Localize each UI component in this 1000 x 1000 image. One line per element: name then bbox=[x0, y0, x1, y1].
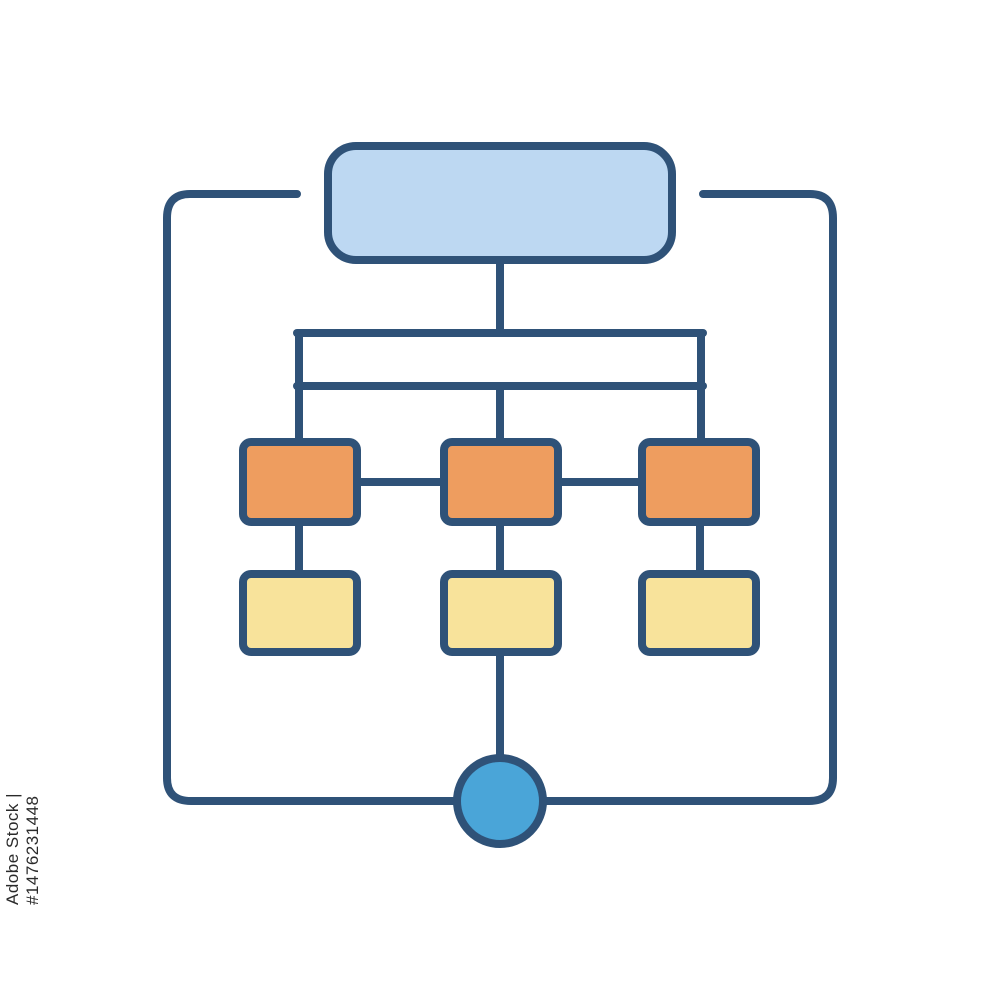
bottom-box-right bbox=[638, 570, 760, 656]
root-box bbox=[324, 142, 676, 264]
stock-id-label: Adobe Stock | #1476231448 bbox=[3, 792, 42, 905]
frame-left-bracket bbox=[163, 190, 464, 805]
middle-box-left bbox=[239, 438, 361, 526]
output-node-circle bbox=[453, 754, 547, 848]
bottom-box-center bbox=[440, 570, 562, 656]
middle-box-center bbox=[440, 438, 562, 526]
middle-box-right bbox=[638, 438, 760, 526]
frame-right-bracket bbox=[536, 190, 837, 805]
bottom-box-left bbox=[239, 570, 361, 656]
